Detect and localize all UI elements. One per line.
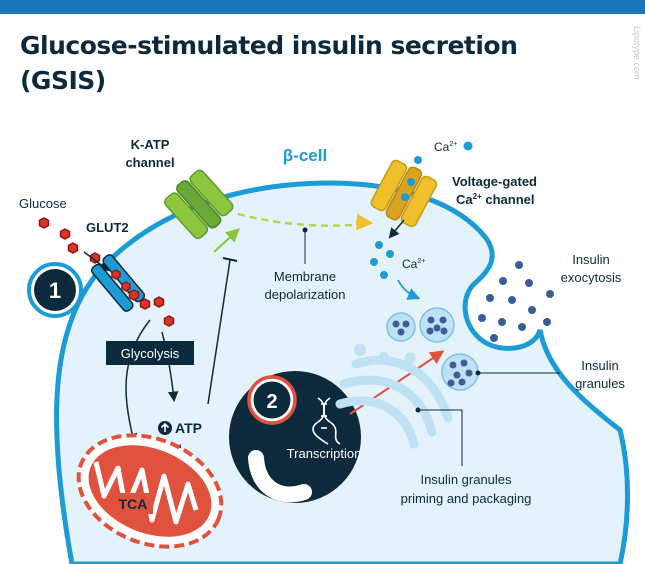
glucose-label: Glucose xyxy=(19,196,67,211)
ca-ion-inside xyxy=(375,241,383,249)
depolarization-arrowhead xyxy=(355,213,374,231)
tca-label: TCA xyxy=(119,496,148,512)
glucose-molecule xyxy=(59,228,71,240)
glucose-molecule xyxy=(38,217,50,229)
dna-icon xyxy=(312,397,341,445)
ca-ion-label-inside: Ca2+ xyxy=(402,257,425,271)
ca-ion-outside xyxy=(414,156,422,164)
depolarization-path xyxy=(237,212,367,227)
glycolysis-box xyxy=(106,341,194,365)
glucose-molecules-outside xyxy=(38,217,101,264)
step-1-badge: 1 xyxy=(27,262,83,318)
page-title: Glucose-stimulated insulin secretion (GS… xyxy=(20,31,518,95)
katp-channel xyxy=(164,169,234,240)
ca-ion-outside xyxy=(407,178,415,186)
priming-label-line2: priming and packaging xyxy=(401,491,532,506)
ca-to-granules-arrow xyxy=(397,279,421,300)
exocytosed-insulin xyxy=(478,261,554,342)
glucose-molecule xyxy=(163,315,175,327)
glycolysis-arrow-left xyxy=(125,319,151,445)
insulin-exocytosis-label-line2: exocytosis xyxy=(561,270,622,285)
glucose-molecule xyxy=(139,298,151,310)
insulin-granules-label-line1: Insulin xyxy=(581,358,619,373)
glucose-molecule xyxy=(121,281,131,292)
nucleolus xyxy=(248,450,312,503)
glucose-uptake-arrow xyxy=(83,251,110,272)
membrane-depolarization-label-line1: Membrane xyxy=(274,269,336,284)
atp-to-katp-arrow xyxy=(213,228,241,253)
glucose-molecule xyxy=(111,269,121,280)
step-2-number: 2 xyxy=(266,391,277,413)
glycolysis-arrow-right xyxy=(161,331,179,403)
katp-label-line1: K-ATP xyxy=(131,137,170,152)
insulin-granule-vesicle xyxy=(386,312,416,342)
membrane-depolarization-label-line2: depolarization xyxy=(265,287,346,302)
nucleus: Transcription xyxy=(229,371,361,503)
glucose-molecule xyxy=(67,242,79,254)
ca-ion-outside xyxy=(401,193,409,201)
mitochondrion: TCA xyxy=(76,433,224,549)
ca-ion-inside xyxy=(380,271,388,279)
glucose-molecules-inside xyxy=(128,289,175,327)
insulin-granule-vesicle xyxy=(441,353,479,391)
ca-ion-outside xyxy=(463,141,473,151)
glut2-label: GLUT2 xyxy=(86,220,129,235)
vesicle xyxy=(404,352,416,364)
katp-label-line2: channel xyxy=(125,155,174,170)
priming-callout-line xyxy=(418,409,463,466)
atp-label: ATP xyxy=(175,420,202,436)
glucose-molecules-in-transporter xyxy=(111,269,131,292)
glucose-molecule xyxy=(153,296,165,308)
insulin-exocytosis-label-line1: Insulin xyxy=(572,252,610,267)
golgi-er-stack xyxy=(335,355,453,449)
step-2-badge: 2 xyxy=(247,375,297,425)
ca-influx-arrow xyxy=(388,219,405,239)
tca-label-box xyxy=(113,493,153,514)
top-accent-bar xyxy=(0,0,645,14)
voltage-gated-label-line1: Voltage-gated xyxy=(452,174,537,189)
voltage-gated-label-line2: Ca2+ channel xyxy=(456,192,535,207)
insulin-granule-vesicle xyxy=(419,307,455,343)
insulin-granules-label-line2: granules xyxy=(575,376,625,391)
atp-up-icon xyxy=(158,421,172,435)
step-1-number: 1 xyxy=(49,278,61,303)
depolarization-callout-dot xyxy=(302,227,308,233)
beta-cell-label: β-cell xyxy=(283,146,327,165)
glucose-molecule xyxy=(89,252,101,264)
atp-inhibition-line xyxy=(207,259,231,405)
vesicle xyxy=(354,344,366,356)
glycolysis-label: Glycolysis xyxy=(121,346,180,361)
ca-ion-inside xyxy=(386,250,394,258)
ca-ion-inside xyxy=(370,258,378,266)
watermark: Lipotype.com xyxy=(632,26,642,80)
vesicle xyxy=(379,351,389,361)
atp-inhibition-bar xyxy=(222,257,238,262)
priming-label-line1: Insulin granules xyxy=(420,472,512,487)
transcription-label: Transcription xyxy=(287,446,362,461)
glucose-molecule xyxy=(128,289,140,301)
ca-ion-label-outside: Ca2+ xyxy=(434,140,457,154)
